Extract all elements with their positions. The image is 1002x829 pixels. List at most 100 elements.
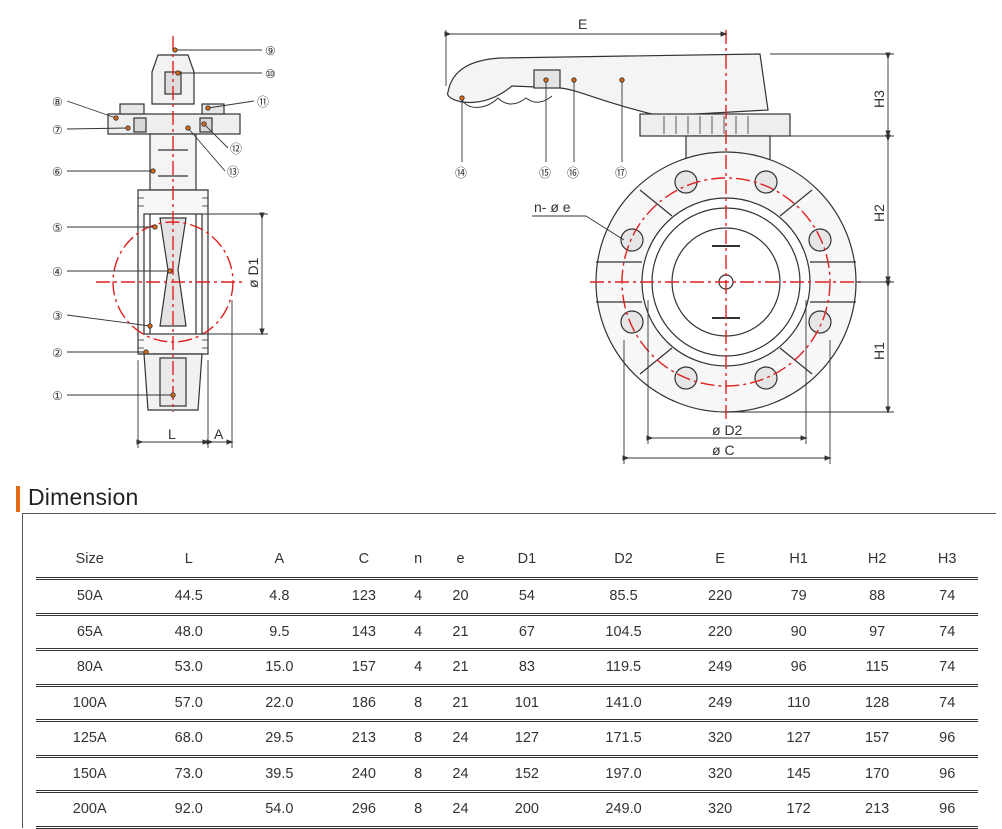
dim-n-e: n- ø e (534, 199, 571, 215)
dim-E: E (578, 16, 587, 32)
callout-4: ④ (52, 265, 63, 279)
table-cell: 90 (759, 614, 838, 651)
table-cell: 65A (36, 614, 144, 651)
callout-3: ③ (52, 309, 63, 323)
table-cell: 4 (403, 649, 434, 687)
table-cell: 249.0 (566, 791, 681, 829)
table-cell: 157 (837, 720, 917, 758)
table-cell: 143 (324, 614, 404, 651)
table-cell: 119.5 (566, 649, 681, 687)
col-n: n (403, 541, 434, 580)
col-C: C (324, 541, 404, 580)
table-cell: 8 (403, 756, 434, 793)
callout-15: ⑮ (539, 166, 551, 180)
table-cell: 150A (36, 756, 144, 793)
table-cell: 171.5 (566, 720, 681, 758)
handle-lever (447, 53, 769, 117)
table-cell: 15.0 (234, 649, 325, 687)
top-plate (107, 113, 241, 135)
table-cell: 68.0 (143, 720, 235, 758)
col-e: e (433, 541, 488, 580)
table-cell: 24 (433, 791, 488, 829)
table-cell: 57.0 (143, 685, 235, 722)
col-L: L (143, 541, 235, 580)
col-D2: D2 (566, 541, 681, 580)
table-cell: 213 (324, 720, 404, 758)
table-cell: 21 (433, 685, 488, 722)
table-cell: 21 (433, 614, 488, 651)
table-cell: 220 (680, 578, 760, 616)
table-cell: 123 (324, 578, 404, 616)
table-cell: 240 (324, 756, 404, 793)
callout-13: ⑬ (227, 165, 239, 179)
table-cell: 4 (403, 578, 434, 616)
table-cell: 22.0 (234, 685, 325, 722)
table-cell: 4 (403, 614, 434, 651)
table-cell: 141.0 (566, 685, 681, 722)
callout-5: ⑤ (52, 221, 63, 235)
table-cell: 96 (759, 649, 838, 687)
table-cell: 50A (36, 578, 144, 616)
callout-7: ⑦ (52, 123, 63, 137)
dim-H2: H2 (871, 204, 887, 222)
table-header-row: Size L A C n e D1 D2 E H1 H2 H3 (36, 541, 978, 580)
table-cell: 83 (487, 649, 567, 687)
table-cell: 128 (837, 685, 917, 722)
table-cell: 67 (487, 614, 567, 651)
table-cell: 53.0 (143, 649, 235, 687)
table-cell: 85.5 (566, 578, 681, 616)
table-cell: 249 (680, 649, 760, 687)
col-D1: D1 (487, 541, 567, 580)
table-cell: 97 (837, 614, 917, 651)
dim-A: A (214, 426, 224, 442)
table-cell: 200A (36, 791, 144, 829)
table-cell: 8 (403, 685, 434, 722)
table-cell: 157 (324, 649, 404, 687)
callout-10: ⑩ (265, 67, 276, 81)
table-cell: 96 (916, 756, 978, 793)
table-cell: 54.0 (234, 791, 325, 829)
table-cell: 74 (916, 578, 978, 616)
callout-16: ⑯ (567, 166, 579, 180)
ratchet-plate (639, 113, 791, 137)
callout-2: ② (52, 346, 63, 360)
valve-drawings: ⑧ ⑦ ⑥ ⑤ ④ ③ ② ① ⑨ ⑩ ⑪ ⑫ ⑬ L A ø D1 (52, 16, 894, 464)
table-cell: 127 (487, 720, 567, 758)
table-cell: 8 (403, 720, 434, 758)
table-cell: 24 (433, 756, 488, 793)
side-section-view (107, 54, 241, 411)
table-cell: 320 (680, 756, 760, 793)
dim-C: ø C (712, 442, 735, 458)
table-cell: 8 (403, 791, 434, 829)
table-cell: 74 (916, 614, 978, 651)
table-cell: 96 (916, 720, 978, 758)
callout-11: ⑪ (257, 95, 269, 109)
table-cell: 320 (680, 720, 760, 758)
section-accent-bar (16, 486, 20, 512)
table-cell: 101 (487, 685, 567, 722)
front-view (447, 53, 857, 413)
callout-8: ⑧ (52, 95, 63, 109)
table-cell: 96 (916, 791, 978, 829)
table-cell: 73.0 (143, 756, 235, 793)
table-cell: 110 (759, 685, 838, 722)
table-cell: 88 (837, 578, 917, 616)
table-cell: 127 (759, 720, 838, 758)
table-cell: 220 (680, 614, 760, 651)
dim-L: L (168, 426, 176, 442)
callouts-left: ⑧ ⑦ ⑥ ⑤ ④ ③ ② ① ⑨ ⑩ ⑪ ⑫ ⑬ (52, 44, 276, 403)
table-cell: 172 (759, 791, 838, 829)
section-divider (22, 513, 996, 514)
col-size: Size (36, 541, 144, 580)
table-cell: 125A (36, 720, 144, 758)
table-cell: 21 (433, 649, 488, 687)
dim-H3: H3 (871, 90, 887, 108)
table-cell: 170 (837, 756, 917, 793)
table-cell: 24 (433, 720, 488, 758)
